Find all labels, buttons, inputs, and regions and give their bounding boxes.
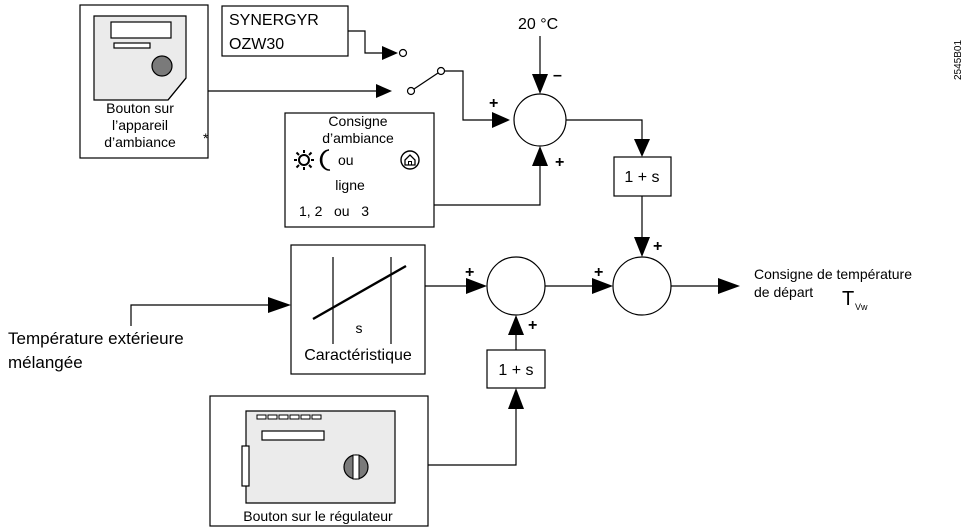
plus-sign-5: + xyxy=(528,317,537,334)
output-subscript: Vw xyxy=(855,302,868,312)
plus-sign-2: + xyxy=(555,154,564,171)
controller-device-icon xyxy=(241,410,396,504)
output-symbol: T xyxy=(842,288,854,310)
characteristic-label: Caractéristique xyxy=(304,347,412,364)
synergyr-line-1: SYNERGYR xyxy=(229,12,319,29)
lag-element-top-label: 1 + s xyxy=(624,169,659,186)
characteristic-slope: s xyxy=(356,320,363,336)
outside-temp-connector xyxy=(130,304,268,326)
summing-junction-2 xyxy=(486,256,546,316)
room-setpoint-numbers: 1, 2 ou 3 xyxy=(299,203,369,219)
room-setpoint-connector xyxy=(434,165,541,206)
plus-sign-1: + xyxy=(489,95,498,112)
room-unit-device-icon xyxy=(93,15,187,101)
output-line-1: Consigne de température xyxy=(754,266,912,282)
room-unit-footnote: * xyxy=(203,130,209,146)
fixed-setpoint-label: 20 °C xyxy=(518,16,558,33)
fixed-setpoint: 20 °C – xyxy=(518,16,562,94)
knob-icon xyxy=(343,454,369,480)
controller-connector xyxy=(428,408,517,466)
summing-junction-1 xyxy=(513,93,567,147)
lag-element-bottom xyxy=(486,349,546,389)
room-unit-label-1: Bouton sur xyxy=(106,100,174,116)
plus-sign-3: + xyxy=(653,238,662,255)
room-setpoint-line-2: d’ambiance xyxy=(322,130,394,146)
plus-sign-4: + xyxy=(465,264,474,281)
synergyr-line-2: OZW30 xyxy=(229,36,284,53)
junction1-to-lag1 xyxy=(566,119,643,140)
figure-id: 2545B01 xyxy=(953,40,964,80)
characteristic-block: s Caractéristique xyxy=(290,244,426,375)
moon-icon xyxy=(319,149,331,171)
controller-block: Bouton sur le régulateur xyxy=(209,395,429,527)
room-unit-label-2: l’appareil xyxy=(112,117,168,133)
plus-sign-6: + xyxy=(594,264,603,281)
lag-element-bottom-label: 1 + s xyxy=(498,362,533,379)
room-setpoint-line-1: Consigne xyxy=(328,113,387,129)
sun-icon xyxy=(294,150,314,170)
home-icon xyxy=(400,150,420,170)
output-line-2: de départ xyxy=(754,284,813,300)
controller-label: Bouton sur le régulateur xyxy=(243,508,393,524)
outside-temp-line-1: Température extérieure xyxy=(8,329,184,348)
room-unit-label-3: d’ambiance xyxy=(104,134,176,150)
switch-lines xyxy=(208,30,510,128)
room-unit-block: Bouton sur l’appareil d’ambiance * xyxy=(79,4,209,159)
room-setpoint-block: Consigne d’ambiance ou ligne 1 xyxy=(284,112,435,228)
lag-element-top xyxy=(613,156,672,197)
summing-junction-3 xyxy=(612,256,672,316)
room-setpoint-or: ou xyxy=(338,152,354,168)
synergyr-block: SYNERGYR OZW30 xyxy=(221,5,349,57)
outside-temp-line-2: mélangée xyxy=(8,353,83,372)
minus-sign: – xyxy=(553,67,562,84)
room-setpoint-line-word: ligne xyxy=(335,177,365,193)
